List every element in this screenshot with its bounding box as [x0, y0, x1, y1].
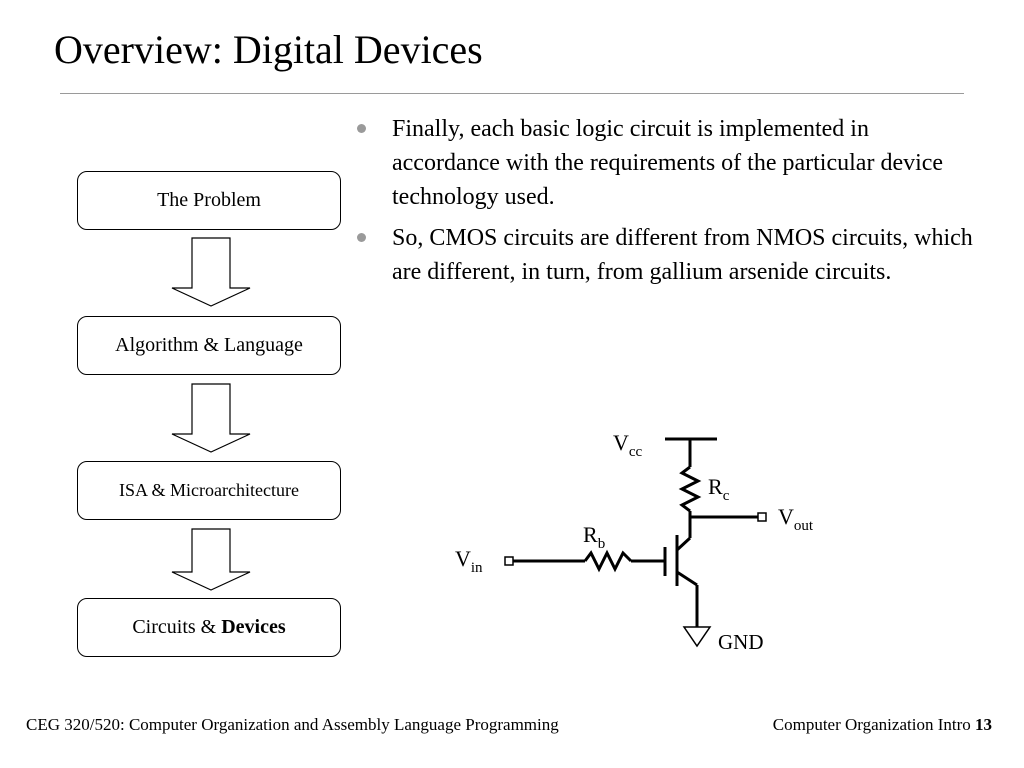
emitter-lead — [676, 570, 698, 587]
vin-label: Vin — [455, 546, 483, 576]
vcc-label: Vcc — [613, 430, 643, 460]
footer-section: Computer Organization Intro — [772, 715, 975, 734]
flow-box-the-problem: The Problem — [77, 171, 341, 230]
bullet-text: Finally, each basic logic circuit is imp… — [392, 116, 944, 210]
bullet-item: Finally, each basic logic circuit is imp… — [357, 112, 977, 214]
footer-page-info: Computer Organization Intro 13 — [773, 715, 992, 735]
flow-box-label-prefix: Circuits & — [132, 616, 222, 638]
vout-label: Vout — [778, 504, 814, 534]
flow-box-circuits-devices: Circuits & Devices — [77, 598, 341, 657]
vin-terminal — [504, 556, 514, 566]
transistor-circuit-diagram: Vcc Rc Vout Rb Vin GND — [455, 430, 814, 654]
bullet-item: So, CMOS circuits are different from NMO… — [357, 221, 977, 289]
vout-terminal — [757, 512, 767, 522]
down-arrow-icon — [171, 237, 251, 307]
page-number: 13 — [975, 715, 992, 734]
flow-box-label: The Problem — [157, 189, 261, 211]
rb-label: Rb — [583, 522, 605, 552]
bullet-list: Finally, each basic logic circuit is imp… — [357, 112, 977, 296]
flow-box-algorithm-language: Algorithm & Language — [77, 316, 341, 375]
bullet-icon — [357, 124, 366, 133]
down-arrow-icon — [171, 383, 251, 453]
flow-box-label: Algorithm & Language — [115, 334, 303, 356]
rc-label: Rc — [708, 474, 730, 504]
flow-box-isa-microarchitecture: ISA & Microarchitecture — [77, 461, 341, 520]
down-arrow-icon — [171, 528, 251, 591]
flow-box-label: Circuits & Devices — [132, 616, 285, 639]
collector-lead — [675, 536, 692, 552]
slide-title: Overview: Digital Devices — [54, 27, 483, 72]
rb-resistor — [583, 549, 633, 573]
footer-course: CEG 320/520: Computer Organization and A… — [26, 715, 559, 734]
flow-box-label: ISA & Microarchitecture — [119, 480, 299, 500]
flow-box-label-bold: Devices — [221, 616, 286, 638]
gnd-label: GND — [718, 630, 764, 654]
bullet-text: So, CMOS circuits are different from NMO… — [392, 225, 973, 285]
ground-icon — [682, 626, 712, 648]
rc-resistor — [678, 465, 702, 513]
title-divider — [60, 93, 964, 94]
bullet-icon — [357, 233, 366, 242]
